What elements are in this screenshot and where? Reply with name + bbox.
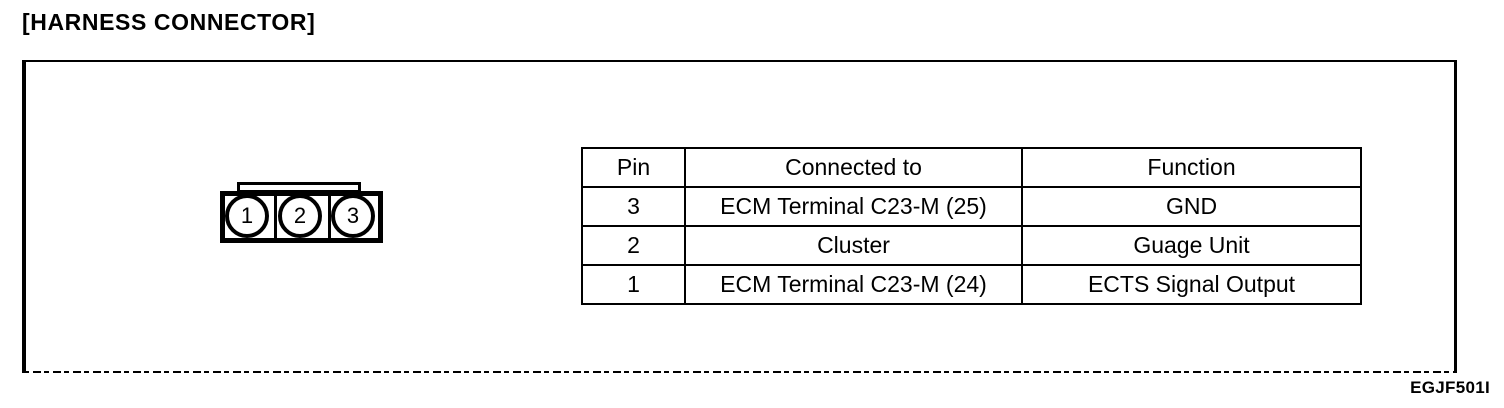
column-header-connected-to: Connected to	[684, 147, 1023, 188]
page-title: [HARNESS CONNECTOR]	[22, 9, 316, 35]
cell-connected-to: Cluster	[684, 225, 1023, 266]
connector-pin-2: 2	[278, 194, 322, 238]
connector-pin-3: 3	[331, 194, 375, 238]
cell-pin: 3	[581, 186, 686, 227]
connector-pin-1: 1	[225, 194, 269, 238]
pin-assignment-table: Pin Connected to Function 3 ECM Terminal…	[581, 147, 1362, 305]
cell-function: ECTS Signal Output	[1021, 264, 1362, 305]
connector-cavity-divider-2	[328, 191, 331, 243]
cell-pin: 1	[581, 264, 686, 305]
table-row: 2 Cluster Guage Unit	[581, 225, 1362, 266]
figure-id-label: EGJF501I	[1410, 378, 1490, 397]
table-header-row: Pin Connected to Function	[581, 147, 1362, 188]
connector-cavity-divider-1	[274, 191, 277, 243]
cell-function: GND	[1021, 186, 1362, 227]
column-header-function: Function	[1021, 147, 1362, 188]
cell-function: Guage Unit	[1021, 225, 1362, 266]
table-row: 1 ECM Terminal C23-M (24) ECTS Signal Ou…	[581, 264, 1362, 305]
cell-connected-to: ECM Terminal C23-M (24)	[684, 264, 1023, 305]
harness-connector-diagram: 1 2 3	[218, 182, 388, 256]
figure-frame-bottom-rule	[24, 371, 1456, 373]
column-header-pin: Pin	[581, 147, 686, 188]
cell-connected-to: ECM Terminal C23-M (25)	[684, 186, 1023, 227]
cell-pin: 2	[581, 225, 686, 266]
table-row: 3 ECM Terminal C23-M (25) GND	[581, 186, 1362, 227]
